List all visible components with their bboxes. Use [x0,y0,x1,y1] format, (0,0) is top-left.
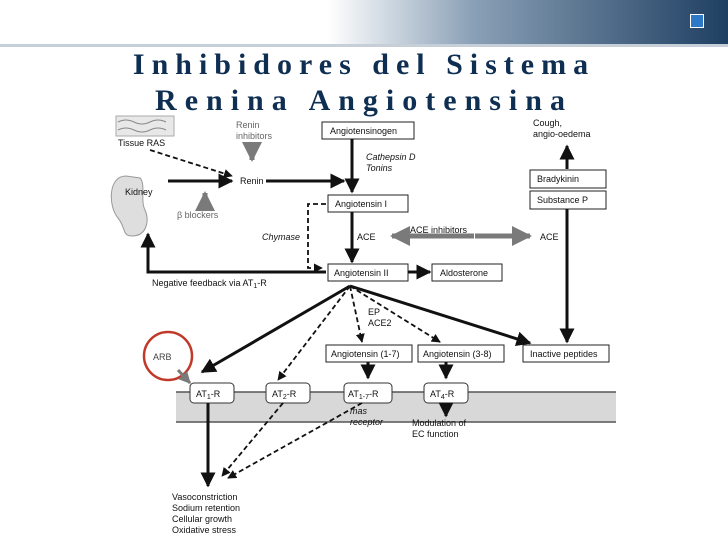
kidney-label: Kidney [125,187,153,197]
at1-receptor-box [189,382,235,404]
tonins-label: Tonins [366,163,393,173]
ace2-label: ACE2 [368,318,392,328]
modulation-label: Modulation of [412,418,467,428]
arb-block-arrow [176,368,192,385]
ace-inhibitors-label: ACE inhibitors [410,225,468,235]
aldosterone-box [431,263,503,282]
angiotensinogen-label: Angiotensinogen [330,126,397,136]
header-divider [0,44,728,47]
header-bar [0,0,728,44]
at1-receptor-label: AT1-R [196,389,221,401]
ang-ii-to-ang38-arrow [349,285,441,343]
ang-1-7-label: Angiotensin (1-7) [331,349,400,359]
inactive-peptides-box [522,344,610,363]
tissue-ras-label: Tissue RAS [118,138,165,148]
bradykinin-box [529,169,607,189]
cough-label: Cough, [533,118,562,128]
chymase-label: Chymase [262,232,300,242]
ang-ii-to-at2-arrow [277,285,351,381]
ace-label-left: ACE [357,232,376,242]
ang-ii-to-inactive-arrow [349,284,532,347]
chymase-path [307,203,326,273]
ang-ii-to-at1-arrow [200,284,351,374]
renin-label: Renin [240,176,264,186]
beta-blockers-label: β blockers [177,210,219,220]
slide-title-line-2: Renina Angiotensina [155,84,573,117]
ec-function-label: EC function [412,429,459,439]
angiotensin-i-label: Angiotensin I [335,199,387,209]
angiotensinogen-box [321,121,415,140]
at17-to-effects-arrow [227,402,363,479]
accent-square [690,14,704,28]
tissue-ras-illustration [115,115,175,137]
at17-receptor-box [343,382,393,404]
slide-title-line-1: Inhibidores del Sistema [132,48,596,81]
arb-label: ARB [153,352,172,362]
angiotensin-i-box [327,194,409,213]
ang-3-8-label: Angiotensin (3-8) [423,349,492,359]
angiotensin-ii-label: Angiotensin II [334,268,389,278]
ace-label-right: ACE [540,232,559,242]
aldosterone-label: Aldosterone [440,268,488,278]
bradykinin-label: Bradykinin [537,174,579,184]
at17-receptor-label: AT1-7-R [348,389,379,401]
ep-label: EP [368,307,380,317]
cell-membrane [176,392,616,422]
at4-receptor-label: AT4-R [430,389,455,401]
at2-receptor-box [265,382,311,404]
tissue-ras-arrow [149,149,233,178]
renin-inhibitors-label: Renin [236,120,260,130]
renin-inhibitors-label-2: inhibitors [236,131,273,141]
arb-highlight-circle [142,330,194,382]
mas-receptor-label: receptor [350,417,384,427]
ang-ii-to-ang17-arrow [349,285,365,343]
mas-label: mas [350,406,368,416]
substance-p-label: Substance P [537,195,588,205]
negative-feedback-label: Negative feedback via AT1-R [152,278,267,290]
effect-cellular-growth: Cellular growth [172,514,232,524]
angio-oedema-label: angio-oedema [533,129,591,139]
negative-feedback-arrow [140,232,326,274]
kidney-icon [110,175,148,237]
at2-receptor-label: AT2-R [272,389,297,401]
effect-oxidative-stress: Oxidative stress [172,525,237,535]
cathepsin-label: Cathepsin D [366,152,416,162]
inactive-peptides-label: Inactive peptides [530,349,598,359]
effect-vasoconstriction: Vasoconstriction [172,492,237,502]
ang-3-8-box [417,344,505,363]
effect-sodium-retention: Sodium retention [172,503,240,513]
